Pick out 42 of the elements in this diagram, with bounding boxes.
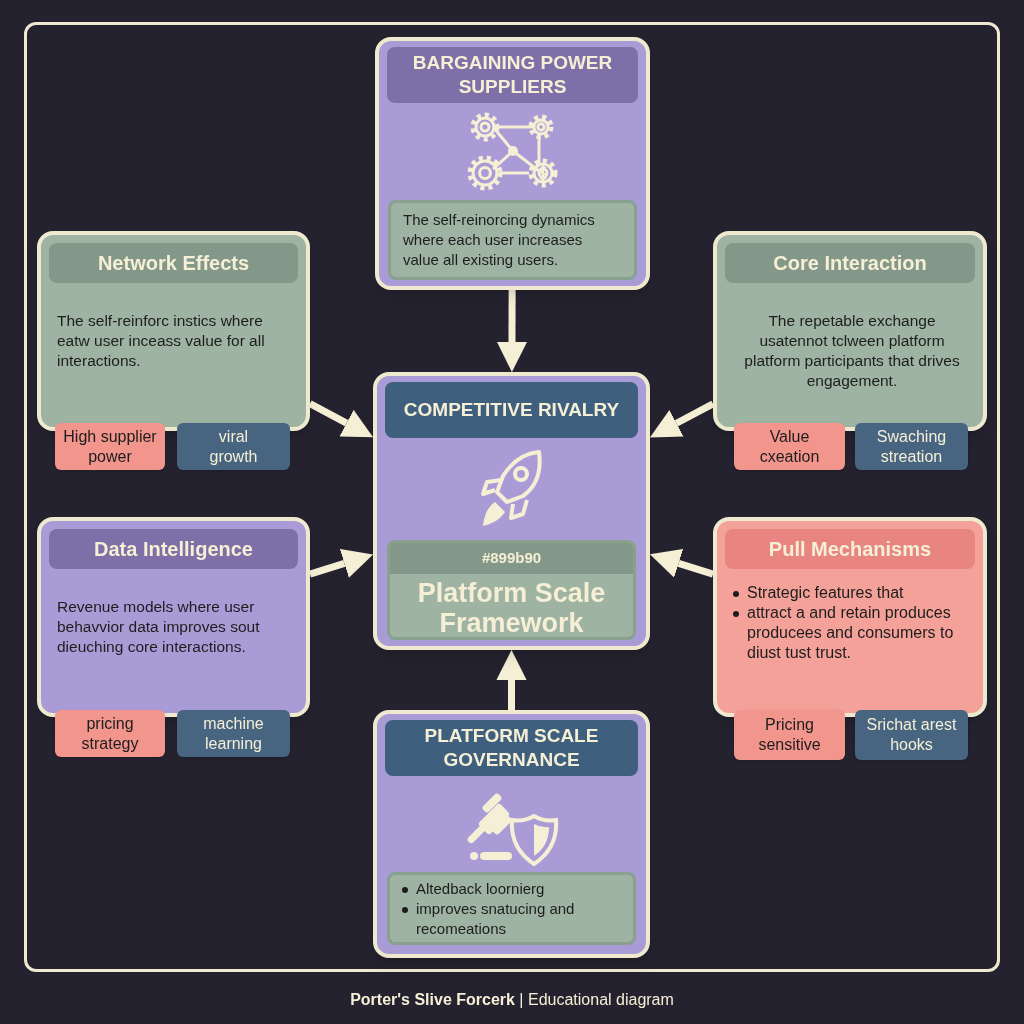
- framework-panel: [387, 540, 636, 640]
- card-header: COMPETITIVE RIVALRY: [385, 382, 638, 438]
- arrow: [649, 400, 715, 438]
- tag-badge: Pricing sensitive: [734, 710, 845, 760]
- tag-badge: machine learning: [177, 710, 290, 757]
- arrow: [649, 548, 715, 578]
- force-card: [713, 231, 987, 431]
- arrow: [496, 290, 528, 373]
- tag-badge: Value cxeation: [734, 423, 845, 470]
- tag-badge: pricing strategy: [55, 710, 165, 757]
- card-description: The self-reinforc instics where eatw user inceass value for all interactions.: [57, 311, 266, 371]
- tag-badge: Swaching streation: [855, 423, 968, 470]
- card-header: Pull Mechanisms: [725, 529, 975, 569]
- caption: Porter's Slive Forcerk | Educational diagram: [349, 990, 675, 1010]
- card-description: The repetable exchange usatennot tclween platform platform participants that drives engagement.: [743, 311, 961, 391]
- hex-code-text: #899b90: [390, 543, 633, 574]
- bullet-text: improves snatucing and recomeations: [416, 898, 576, 939]
- tag-badge: Srichat arest hooks: [855, 710, 968, 760]
- framework-title: Platform Scale Framework: [416, 577, 607, 637]
- arrow: [308, 549, 374, 578]
- force-card: [37, 231, 310, 431]
- force-card: [373, 372, 650, 650]
- tag-badge: viral growth: [177, 423, 290, 470]
- force-card: [713, 517, 987, 717]
- force-card: [375, 37, 650, 290]
- card-header: Data Intelligence: [49, 529, 298, 569]
- bullet-text: Strategic features that: [747, 583, 904, 603]
- card-header: Network Effects: [49, 243, 298, 283]
- arrow: [308, 400, 374, 438]
- card-header: PLATFORM SCALE GOVERNANCE: [385, 720, 638, 776]
- card-header: BARGAINING POWER SUPPLIERS: [387, 47, 638, 103]
- panel-text: The self-reinorcing dynamics where each user increases value all existing users.: [403, 210, 596, 270]
- text-panel: [388, 200, 637, 280]
- arrow: [496, 649, 527, 710]
- tag-badge: High supplier power: [55, 423, 165, 470]
- force-card: [37, 517, 310, 717]
- card-description: Revenue models where user behavvior data improves sout dieuching core interactions.: [57, 597, 261, 657]
- bullet-text: Altedback loornierg: [416, 878, 545, 899]
- text-panel: [387, 872, 636, 945]
- bullet-text: attract a and retain produces producees and consumers to diust tust trust.: [747, 603, 955, 663]
- force-card: [373, 710, 650, 958]
- card-header: Core Interaction: [725, 243, 975, 283]
